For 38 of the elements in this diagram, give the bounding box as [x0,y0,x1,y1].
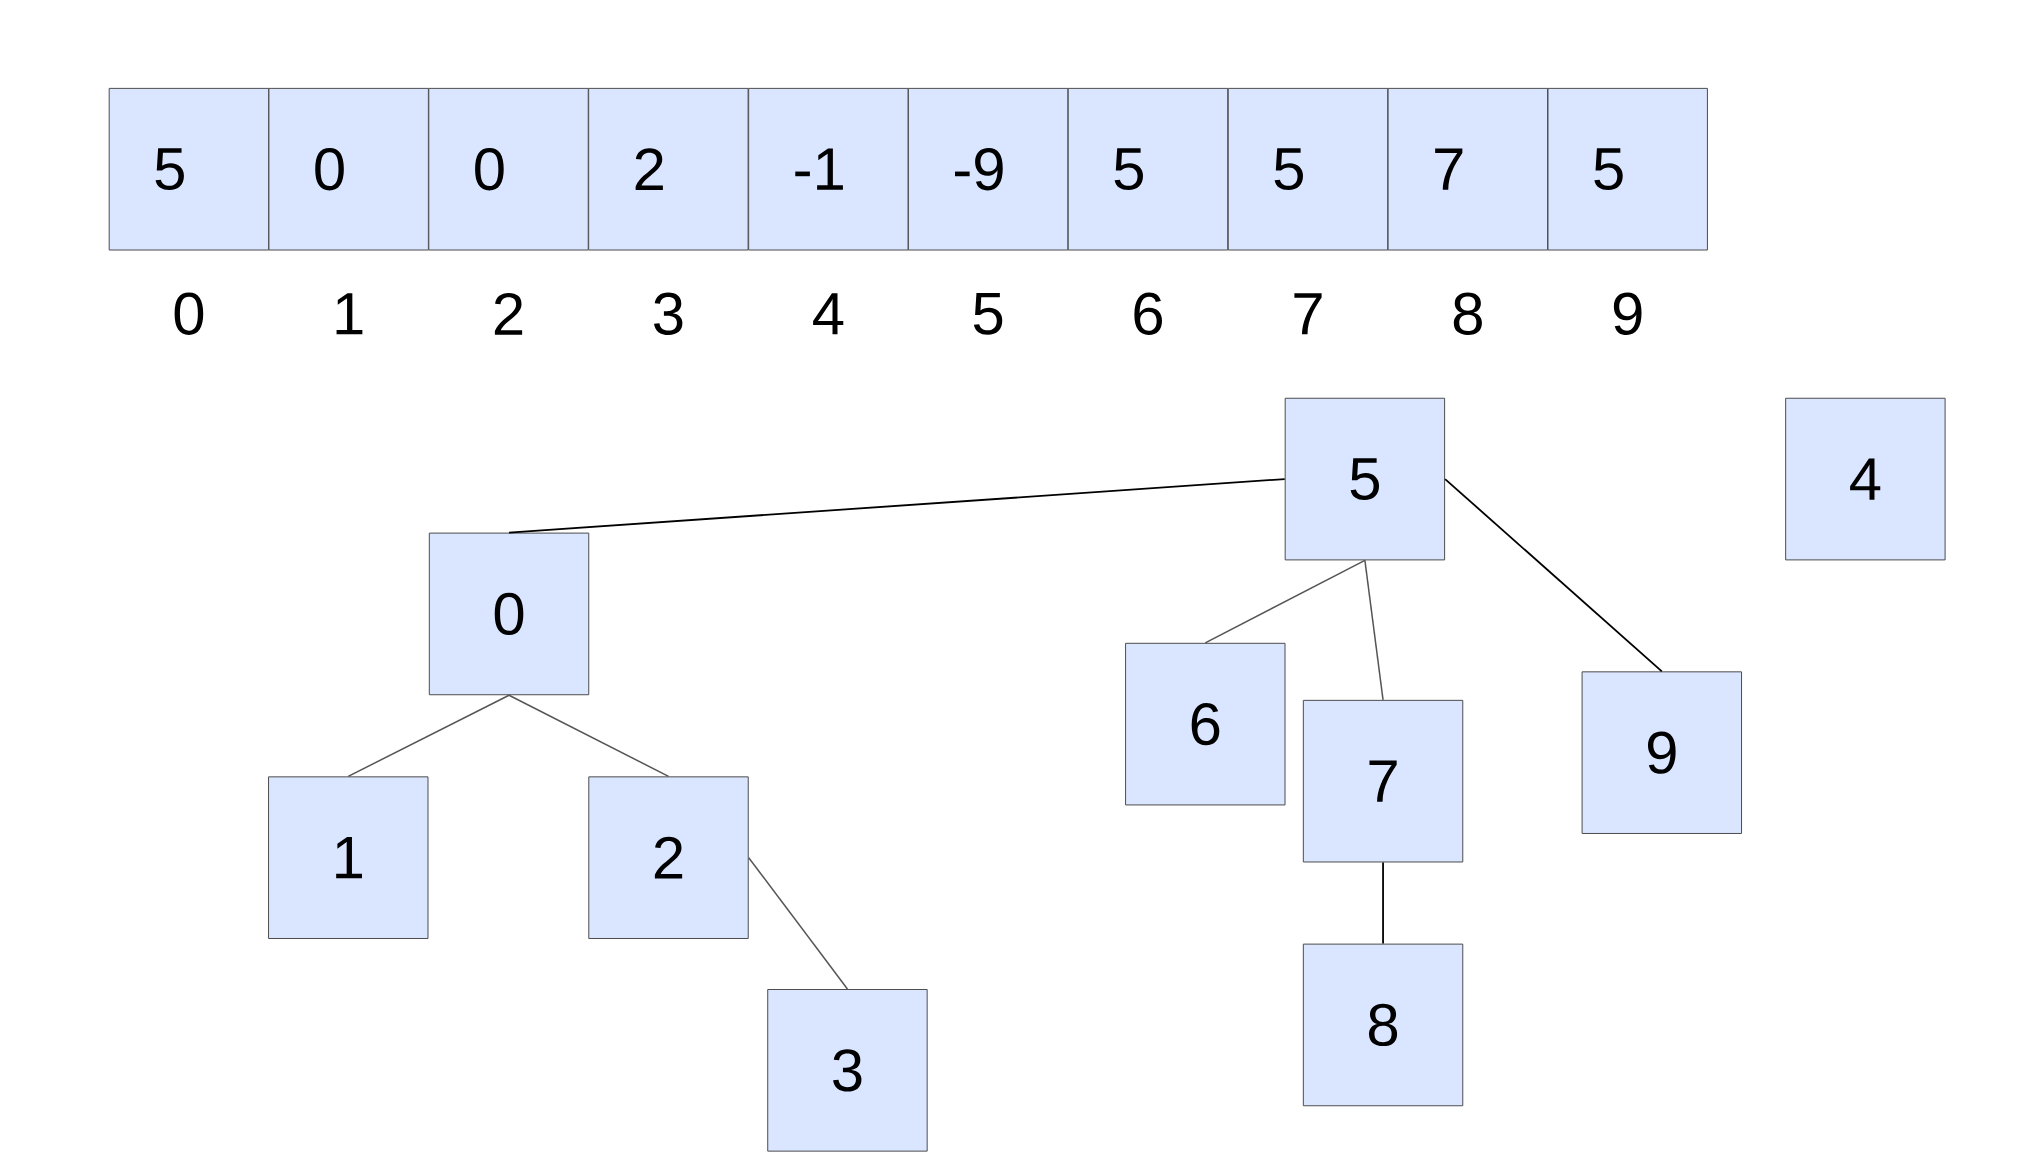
connector-line [1204,559,1366,644]
index-label: 9 [1613,292,1642,335]
connector-line [1444,478,1663,673]
array-cell: 5 [1227,87,1389,251]
connector-line [748,856,849,990]
array-cell: -9 [907,87,1069,251]
tree-node-box: 0 [428,532,590,696]
tree-node-box: 6 [1125,642,1286,806]
array-cell: 5 [1547,87,1708,251]
tree-node-box: 9 [1581,671,1743,834]
array-cell: 5 [1067,87,1229,251]
index-label: 7 [1294,293,1322,335]
array-cell: 7 [1387,87,1549,251]
connector-line [508,478,1286,534]
tree-node-box: 2 [588,776,749,940]
index-label: 0 [174,292,204,335]
connector-line [508,694,670,778]
array-cell: 5 [108,87,270,251]
tree-node-box: 7 [1302,699,1464,863]
index-label: 5 [973,292,1003,335]
tree-node-box: 5 [1284,397,1446,561]
array-cell: 0 [428,87,589,251]
array-cell: 2 [588,87,749,251]
index-label: 4 [813,293,844,335]
array-cell: -1 [748,87,909,251]
tree-node-box: 1 [268,776,429,940]
index-label: 3 [654,292,683,335]
tree-node-box: 8 [1302,943,1464,1107]
connector-line [347,694,510,778]
index-label: 2 [494,292,523,335]
tree-node-box: 4 [1785,397,1946,561]
connector-line [1382,861,1384,945]
index-label: 8 [1453,292,1482,335]
array-cell: 0 [268,87,429,251]
index-label: 1 [336,293,363,335]
index-label: 6 [1134,292,1162,335]
connector-line [1364,559,1384,701]
tree-node-box: 3 [767,989,928,1152]
